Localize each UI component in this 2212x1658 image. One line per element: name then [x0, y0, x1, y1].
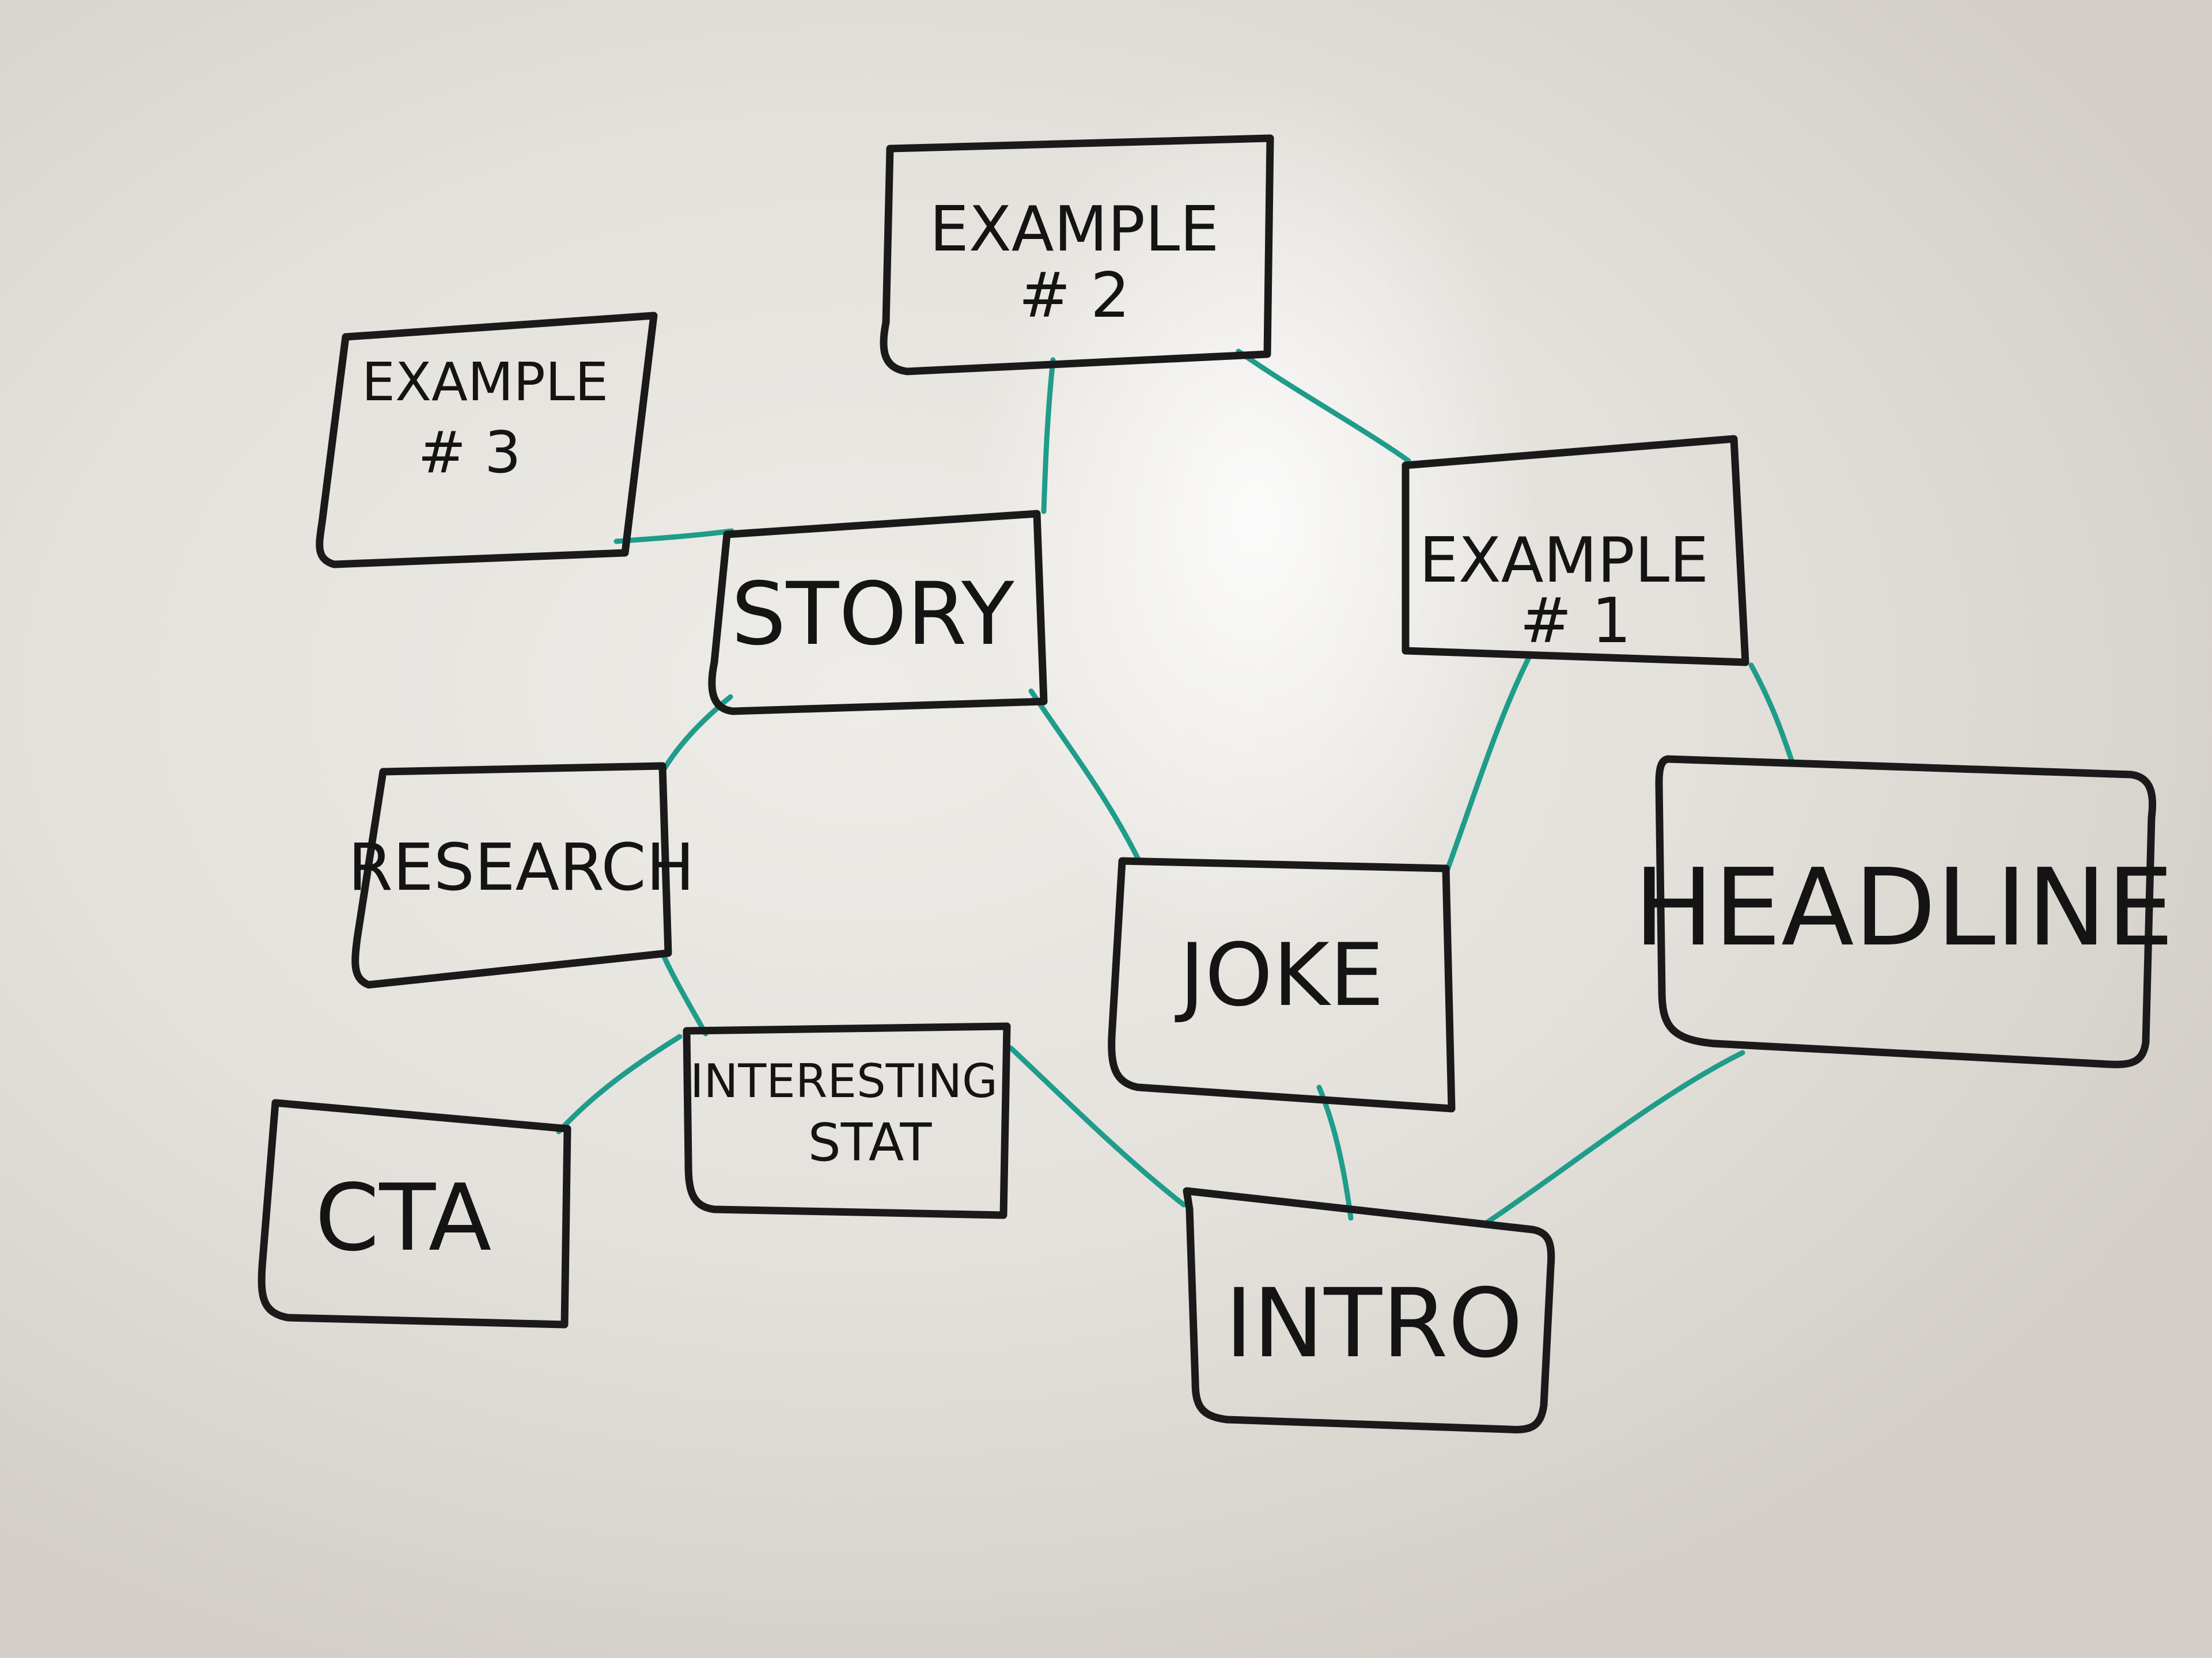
node-box [1108, 857, 1456, 1113]
node-box [683, 1022, 1011, 1219]
connector-example2-example1 [1236, 348, 1411, 464]
node-label: EXAMPLE [362, 351, 608, 413]
connector-group [556, 348, 1794, 1227]
connector-research-stat [660, 950, 709, 1037]
node-label: RESEARCH [348, 830, 695, 905]
connector-example1-joke [1444, 654, 1532, 874]
connector-example2-story [1041, 357, 1056, 514]
node-example-2: EXAMPLE # 2 [880, 134, 1274, 375]
node-label: EXAMPLE [930, 194, 1219, 265]
connector-stat-intro [1008, 1045, 1187, 1208]
node-cta: CTA [257, 1099, 571, 1329]
node-label: CTA [315, 1164, 491, 1272]
node-example-3: EXAMPLE # 3 [316, 312, 658, 568]
node-box [316, 312, 658, 568]
node-research: RESEARCH [348, 762, 695, 989]
node-story: STORY [708, 510, 1048, 715]
node-example-1: EXAMPLE # 1 [1402, 435, 1749, 666]
node-box [880, 134, 1274, 375]
connector-example1-headline [1748, 662, 1794, 763]
node-box [708, 510, 1048, 715]
node-box [257, 1099, 571, 1329]
node-box [1183, 1187, 1555, 1433]
node-intro: INTRO [1183, 1187, 1555, 1433]
connector-story-joke [1028, 688, 1141, 861]
connector-joke-intro [1316, 1084, 1354, 1221]
node-label: STAT [808, 1113, 933, 1173]
node-joke: JOKE [1108, 857, 1456, 1113]
connector-stat-cta [556, 1034, 683, 1135]
node-interesting-stat: INTERESTING STAT [683, 1022, 1011, 1219]
node-box [1655, 755, 2157, 1068]
node-label: # 1 [1520, 585, 1631, 657]
node-box [351, 762, 672, 989]
node-label: JOKE [1175, 925, 1384, 1026]
node-label: HEADLINE [1634, 845, 2174, 970]
connector-example3-story [613, 528, 734, 544]
node-label: INTERESTING [690, 1054, 998, 1108]
node-label: STORY [731, 564, 1014, 665]
node-label: EXAMPLE [1419, 525, 1709, 597]
node-label: # 3 [418, 419, 521, 486]
node-box [1402, 435, 1749, 666]
node-label: INTRO [1225, 1268, 1522, 1379]
node-label: # 2 [1018, 260, 1130, 332]
node-headline: HEADLINE [1634, 755, 2174, 1068]
connector-headline-intro [1482, 1050, 1745, 1227]
